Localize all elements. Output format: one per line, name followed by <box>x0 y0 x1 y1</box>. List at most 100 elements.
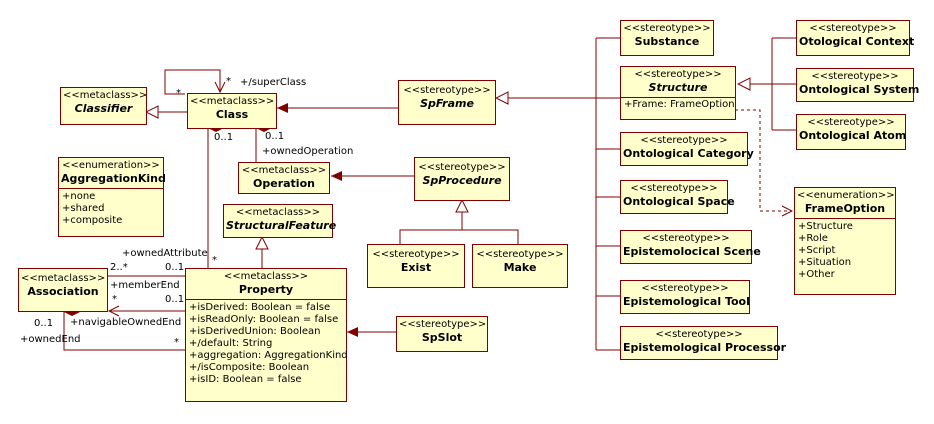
substance-stereotype: <<stereotype>>Substance <box>620 20 714 56</box>
class-name: Epistemological Tool <box>623 295 750 308</box>
class-operation-multiplicity: 0..1 <box>265 131 285 142</box>
owned-operation-role: +ownedOperation <box>262 146 354 157</box>
stereotype-label: <<stereotype>> <box>630 183 718 194</box>
class-name: Exist <box>400 261 432 274</box>
stereotype-label: <<stereotype>> <box>640 135 728 146</box>
stereotype-label: <<stereotype>> <box>372 249 460 260</box>
ontological-space-stereotype: <<stereotype>>Ontological Space <box>620 180 735 214</box>
class-name: Otological Context <box>799 35 915 48</box>
property-memberend-multiplicity: 0..1 <box>165 294 185 305</box>
property-metaclass: <<metaclass>>Property +isDerived: Boolea… <box>185 268 348 402</box>
spprocedure-stereotype: <<stereotype>>SpProcedure <box>414 157 510 201</box>
class-name: Operation <box>253 177 315 190</box>
stereotype-label: <<stereotype>> <box>399 319 487 330</box>
stereotype-label: <<stereotype>> <box>418 162 506 173</box>
enum-literal: +Role <box>798 233 828 244</box>
structuralfeature-metaclass: <<metaclass>>StructuralFeature <box>223 204 337 238</box>
stereotype-label: <<stereotype>> <box>807 117 895 128</box>
enum-literal: +Structure <box>798 221 853 232</box>
superclass-multiplicity-right: * <box>226 76 231 87</box>
exist-make-generalization <box>399 200 519 244</box>
stereotype-label: <<enumeration>> <box>62 160 160 171</box>
superclass-multiplicity-left: * <box>176 88 181 99</box>
attribute: +isReadOnly: Boolean = false <box>189 314 339 325</box>
class-attribute-multiplicity: 0..1 <box>214 132 234 143</box>
stereotype-label: <<metaclass>> <box>63 90 148 101</box>
ontological-atom-stereotype: <<stereotype>>Ontological Atom <box>796 114 906 150</box>
class-name: Ontological Space <box>623 195 735 208</box>
class-name: Ontological Atom <box>799 129 907 142</box>
owned-end-role: +ownedEnd <box>20 334 81 345</box>
class-name: Class <box>215 108 249 121</box>
class-name: Epistemological Processor <box>623 341 787 354</box>
stereotype-label: <<stereotype>> <box>476 249 564 260</box>
frameoption-enumeration: <<enumeration>>FrameOption +Structure +R… <box>794 187 896 295</box>
structure-stereotype: <<stereotype>>Structure +Frame: FrameOpt… <box>620 66 736 120</box>
property-ownedend-star: * <box>174 337 179 348</box>
stereotype-label: <<metaclass>> <box>241 165 327 176</box>
owned-attribute-role: +ownedAttribute <box>122 248 208 259</box>
property-attribute-star: * <box>212 255 217 266</box>
structure-depends-frameoption <box>735 109 792 211</box>
class-name: Classifier <box>74 102 133 115</box>
enum-literal: +Script <box>798 245 836 256</box>
navigable-owned-end-role: +navigableOwnedEnd <box>70 317 182 328</box>
superclass-loop <box>164 69 220 95</box>
structure-subtypes-tree <box>738 37 796 131</box>
enum-literal: +Situation <box>798 257 852 268</box>
stereotype-label: <<stereotype>> <box>809 23 897 34</box>
attribute: +isID: Boolean = false <box>189 374 302 385</box>
ontological-system-stereotype: <<stereotype>>Ontological System <box>796 68 920 102</box>
class-name: StructuralFeature <box>226 219 337 232</box>
attribute: +isDerivedUnion: Boolean <box>189 326 321 337</box>
association-navigable-multiplicity: 0..1 <box>34 318 54 329</box>
class-name: Association <box>27 285 99 298</box>
stereotype-label: <<stereotype>> <box>623 23 711 34</box>
class-name: Ontological System <box>799 83 920 96</box>
ontological-context-stereotype: <<stereotype>>Otological Context <box>796 20 915 56</box>
spframe-stereotype: <<stereotype>>SpFrame <box>398 80 496 125</box>
property-attribute-multiplicity: 0..1 <box>165 262 185 273</box>
class-metaclass: <<metaclass>>Class <box>187 93 277 129</box>
enum-literal: +shared <box>62 203 105 214</box>
class-name: SpProcedure <box>422 174 502 187</box>
attribute: +aggregation: AggregationKind <box>189 350 348 361</box>
class-name: Substance <box>634 35 700 48</box>
class-name: FrameOption <box>804 202 886 215</box>
association-memberend-multiplicity: 2..* <box>110 262 128 273</box>
stereotype-label: <<stereotype>> <box>641 283 729 294</box>
classifier-metaclass: <<metaclass>>Classifier <box>60 87 147 125</box>
class-name: Property <box>238 283 294 296</box>
superclass-role: +/superClass <box>240 77 307 88</box>
exist-stereotype: <<stereotype>>Exist <box>367 244 465 288</box>
association-ownedend <box>63 308 185 351</box>
enum-literal: +none <box>62 191 96 202</box>
ontological-category-stereotype: <<stereotype>>Ontological Category <box>620 132 754 166</box>
attribute: +/default: String <box>189 338 273 349</box>
frame-subtypes-tree <box>496 37 620 351</box>
epistemological-processor-stereotype: <<stereotype>>Epistemological Processor <box>620 326 787 360</box>
stereotype-label: <<stereotype>> <box>403 85 491 96</box>
class-name: SpSlot <box>421 331 463 344</box>
attribute: +isDerived: Boolean = false <box>189 302 331 313</box>
class-name: Ontological Category <box>623 147 754 160</box>
stereotype-label: <<metaclass>> <box>190 96 275 107</box>
make-stereotype: <<stereotype>>Make <box>472 244 568 288</box>
epistemological-scene-stereotype: <<stereotype>>Epistemolocical Scene <box>620 230 761 264</box>
epistemological-tool-stereotype: <<stereotype>>Epistemological Tool <box>620 280 750 314</box>
association-metaclass: <<metaclass>>Association <box>18 268 108 312</box>
stereotype-label: <<enumeration>> <box>797 190 895 201</box>
stereotype-label: <<metaclass>> <box>223 271 309 282</box>
class-name: SpFrame <box>420 97 474 110</box>
class-name: AggregationKind <box>61 172 166 185</box>
stereotype-label: <<stereotype>> <box>655 329 743 340</box>
attribute: +Frame: FrameOption <box>624 99 735 110</box>
member-end-role: +memberEnd <box>110 280 180 291</box>
enum-literal: +Other <box>798 269 835 280</box>
class-name: Make <box>503 261 537 274</box>
stereotype-label: <<stereotype>> <box>642 233 730 244</box>
attribute: +/isComposite: Boolean <box>189 362 310 373</box>
enum-literal: +composite <box>62 215 123 226</box>
stereotype-label: <<metaclass>> <box>21 273 106 284</box>
